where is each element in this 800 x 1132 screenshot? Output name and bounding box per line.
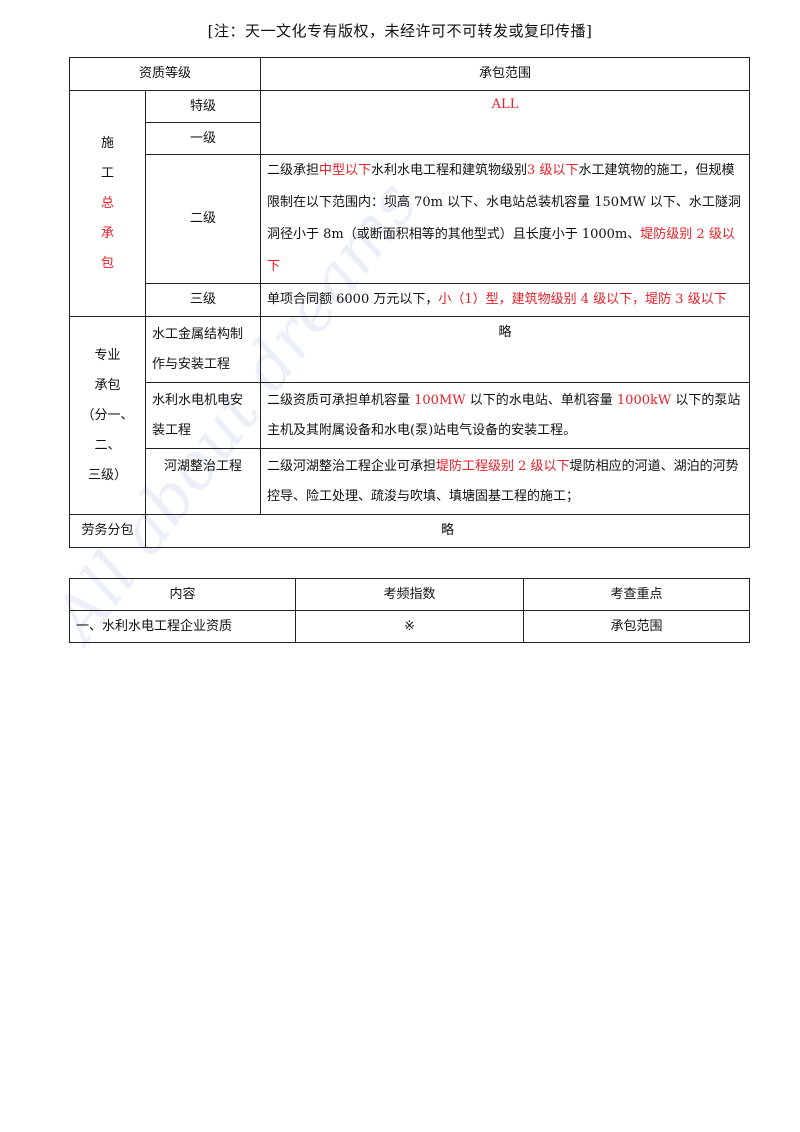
- specialty-metal-structure: 水工金属结构制作与安装工程: [145, 316, 261, 383]
- scope-mech-elec: 二级资质可承担单机容量 100MW 以下的水电站、单机容量 1000kW 以下的…: [260, 382, 750, 449]
- header-frequency: 考频指数: [295, 578, 524, 611]
- exam-frequency-table: 内容 考频指数 考查重点 一、水利水电工程企业资质 ※ 承包范围: [69, 578, 750, 643]
- focus-cell: 承包范围: [523, 610, 750, 643]
- specialty-mech-elec: 水利水电机电安装工程: [145, 382, 261, 449]
- scope-second: 二级承担中型以下水利水电工程和建筑物级别3 级以下水工建筑物的施工，但规模限制在…: [260, 154, 750, 284]
- frequency-cell: ※: [295, 610, 524, 643]
- table-row: 水利水电机电安装工程 二级资质可承担单机容量 100MW 以下的水电站、单机容量…: [70, 382, 750, 449]
- content-cell: 一、水利水电工程企业资质: [69, 610, 296, 643]
- table-row: 劳务分包 略: [69, 514, 750, 548]
- table-row: 专业 承包 （分一、 二、 三级） 水工金属结构制作与安装工程 略: [69, 316, 750, 515]
- level-first: 一级: [145, 122, 261, 155]
- table-row: 二级 二级承担中型以下水利水电工程和建筑物级别3 级以下水工建筑物的施工，但规模…: [70, 154, 750, 284]
- scope-labor: 略: [145, 514, 750, 548]
- level-second: 二级: [145, 154, 261, 284]
- copyright-notice: [注：天一文化专有版权，未经许可不可转发或复印传播]: [207, 22, 593, 40]
- table-header-row: 资质等级 承包范围: [69, 57, 750, 91]
- scope-metal: 略: [260, 316, 750, 383]
- table-row: 一级: [70, 122, 750, 155]
- header-contract-scope: 承包范围: [260, 57, 750, 91]
- table-header-row: 内容 考频指数 考查重点: [69, 578, 750, 611]
- scope-river-lake: 二级河湖整治工程企业可承担堤防工程级别 2 级以下堤防相应的河道、湖泊的河势控导…: [260, 448, 750, 515]
- table-row: 河湖整治工程 二级河湖整治工程企业可承担堤防工程级别 2 级以下堤防相应的河道、…: [70, 448, 750, 515]
- level-special: 特级: [145, 90, 261, 123]
- specialty-river-lake: 河湖整治工程: [145, 448, 261, 515]
- table-row: 一、水利水电工程企业资质 ※ 承包范围: [69, 610, 750, 643]
- header-focus: 考查重点: [523, 578, 750, 611]
- scope-all: ALL: [260, 90, 750, 155]
- general-contracting-label: 施 工 总 承 包: [69, 90, 146, 317]
- scope-third: 单项合同额 6000 万元以下，小（1）型，建筑物级别 4 级以下，堤防 3 级…: [260, 283, 750, 317]
- table-row: 施 工 总 承 包 特级 ALL: [69, 90, 750, 317]
- header-content: 内容: [69, 578, 296, 611]
- qualification-table: 资质等级 承包范围 施 工 总 承 包 特级 ALL 一级 二级 二级承担中型以…: [69, 57, 750, 548]
- labor-subcontract-label: 劳务分包: [69, 514, 146, 548]
- specialty-contracting-label: 专业 承包 （分一、 二、 三级）: [69, 316, 146, 515]
- table-row: 三级 单项合同额 6000 万元以下，小（1）型，建筑物级别 4 级以下，堤防 …: [70, 283, 750, 317]
- level-third: 三级: [145, 283, 261, 317]
- header-qualification-level: 资质等级: [69, 57, 261, 91]
